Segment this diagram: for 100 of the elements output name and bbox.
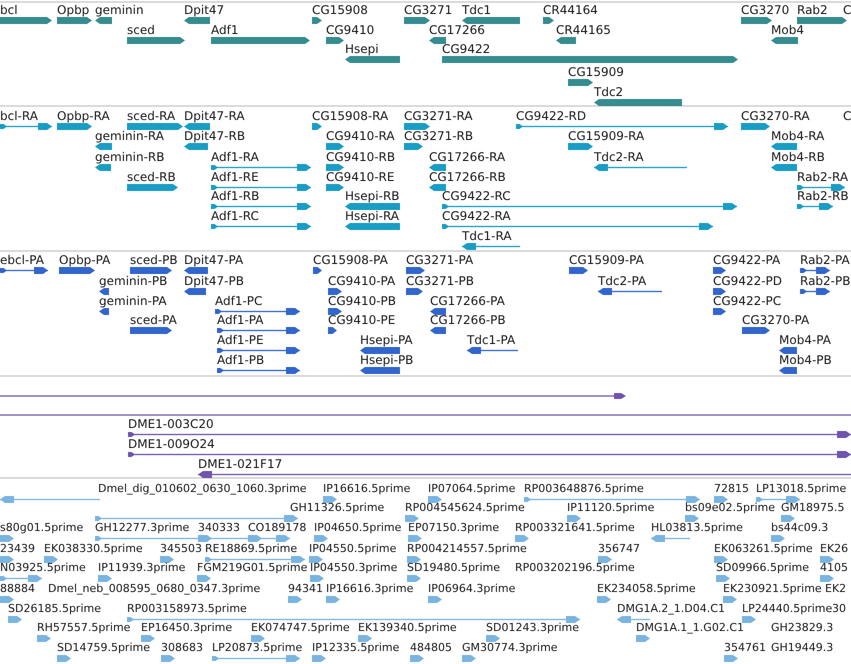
- feature-label: CG3271-RA: [404, 109, 473, 123]
- feature-label: CG15909-PA: [569, 253, 644, 267]
- feature-label: Adf1-PA: [217, 313, 264, 327]
- feature-label: Opbp-RA: [57, 109, 110, 123]
- feature-label: Hsepi-RA: [345, 209, 399, 223]
- feature-label: SD01243.3prime: [486, 621, 579, 635]
- feature-label: EP07150.3prime: [408, 521, 500, 535]
- feature-label: LP13018.5prime: [756, 482, 846, 496]
- feature-label: Dpit47-PA: [184, 253, 244, 267]
- feature-label: EK26: [820, 542, 848, 556]
- feature-label: CG15909: [568, 65, 624, 79]
- feature-label: CG3271-PB: [406, 274, 474, 288]
- feature-label: 88884: [0, 582, 35, 596]
- feature-label: DMG1A.2_1.D04.C1: [617, 602, 725, 616]
- feature-label: Dpit47-PB: [184, 274, 244, 288]
- feature-label: EP16450.3prime: [141, 621, 232, 635]
- feature-label: Dpit47-RB: [184, 129, 246, 143]
- feature-label: geminin: [95, 3, 144, 17]
- feature-label: 484805: [410, 641, 452, 655]
- feature-label: CG9410-PB: [328, 294, 396, 308]
- feature-label: 4105: [820, 561, 848, 575]
- feature-label: sced-PB: [130, 253, 178, 267]
- feature-label: CG9422: [442, 42, 490, 56]
- feature-label: RP003158973.5prime: [127, 602, 247, 616]
- feature-label: CG15908: [312, 3, 368, 17]
- feature-label: GH23829.3: [771, 621, 834, 635]
- feature-label: 340333: [198, 521, 240, 535]
- feature-label: CG9410-PE: [328, 313, 396, 327]
- feature-label: IP06964.3prime: [428, 582, 516, 596]
- feature-label: CG3271-RB: [404, 129, 474, 143]
- feature-label: DME1-003C20: [128, 417, 214, 431]
- feature-label: 94341: [288, 582, 323, 596]
- feature-label: 23439: [0, 542, 35, 556]
- feature-label: bcl-RA: [0, 109, 38, 123]
- feature-label: RP003202196.5prime: [515, 561, 635, 575]
- feature-label: RP003648876.5prime: [524, 482, 644, 496]
- feature-label: CR44164: [543, 3, 598, 17]
- feature-label: geminin-RB: [95, 150, 164, 164]
- feature-label: Tdc2-RA: [594, 150, 644, 164]
- feature-label: IP04550.5prime: [309, 542, 396, 556]
- feature-label: CG9410: [326, 23, 374, 37]
- feature-label: DME1-009O24: [128, 437, 215, 451]
- feature-label: Tdc2: [594, 85, 624, 99]
- feature-label: Tdc2-PA: [598, 274, 646, 288]
- feature-label: Mob4-PB: [779, 353, 832, 367]
- feature-label: CG3271-PA: [406, 253, 474, 267]
- feature-label: IP16616.3prime: [326, 582, 414, 596]
- feature-label: Tdc1-RA: [462, 229, 512, 243]
- feature-label: CG9422-PD: [713, 274, 782, 288]
- feature-label: ebcl-PA: [0, 253, 44, 267]
- feature-label: 30: [832, 602, 846, 616]
- feature-label: Rab2: [797, 3, 828, 17]
- feature-label: bcl: [0, 3, 18, 17]
- feature-label: CG9422-PA: [713, 253, 780, 267]
- feature-label: DME1-021F17: [198, 457, 282, 471]
- feature-label: 354761: [724, 641, 766, 655]
- feature-label: Dmel_dig_010602_0630_1060.3prime: [98, 482, 307, 496]
- feature-label: C: [843, 109, 851, 123]
- feature-label: SD26185.5prime: [8, 602, 101, 616]
- feature-label: SD19480.5prime: [407, 561, 500, 575]
- feature-label: IP04550.3prime: [310, 561, 398, 575]
- feature-label: Dpit47: [184, 3, 224, 17]
- feature-label: IP16616.5prime: [323, 482, 410, 496]
- feature-label: Hsepi-PA: [360, 333, 413, 347]
- feature-label: CG15909-RA: [568, 129, 644, 143]
- feature-label: Dpit47-RA: [184, 109, 245, 123]
- feature-label: FGM219G01.5prime: [197, 561, 308, 575]
- feature-label: RP004214557.5prime: [407, 542, 527, 556]
- feature-label: CG17266: [429, 23, 485, 37]
- feature-label: IP11939.3prime: [98, 561, 186, 575]
- feature-label: CG17266-PB: [430, 313, 506, 327]
- feature-label: CG3271: [404, 3, 452, 17]
- feature-label: CG3270-RA: [741, 109, 810, 123]
- feature-label: CG9410-RE: [326, 170, 394, 184]
- feature-label: GM18975.5: [781, 501, 845, 515]
- feature-label: SD09966.5prime: [716, 561, 809, 575]
- feature-label: Mob4: [771, 23, 804, 37]
- feature-label: GH12277.3prime: [95, 521, 190, 535]
- feature-label: Tdc1: [462, 3, 492, 17]
- feature-label: RP004545624.5prime: [405, 501, 525, 515]
- feature-label: IP11120.5prime: [567, 501, 654, 515]
- feature-label: CG3270: [741, 3, 790, 17]
- feature-label: CG9422-RC: [442, 189, 511, 203]
- feature-label: 345503: [160, 542, 202, 556]
- feature-label: CG9422-PC: [713, 294, 782, 308]
- feature-label: Adf1-RC: [211, 209, 259, 223]
- feature-label: CG3270-PA: [742, 313, 810, 327]
- feature-label: Opbp-PA: [59, 253, 110, 267]
- feature-label: RP003321641.5prime: [515, 521, 635, 535]
- feature-label: 356747: [598, 542, 640, 556]
- feature-label: LP24440.5prime: [742, 602, 832, 616]
- feature-label: Rab2-PB: [800, 274, 850, 288]
- feature-label: IP07064.5prime: [428, 482, 516, 496]
- feature-label: 308683: [161, 641, 203, 655]
- feature-label: sced: [127, 23, 155, 37]
- feature-label: Mob4-RB: [771, 150, 825, 164]
- feature-label: 72815: [714, 482, 749, 496]
- feature-label: Rab2-RA: [797, 170, 848, 184]
- feature-label: CG9422-RA: [442, 209, 511, 223]
- feature-label: CG9410-RA: [326, 129, 395, 143]
